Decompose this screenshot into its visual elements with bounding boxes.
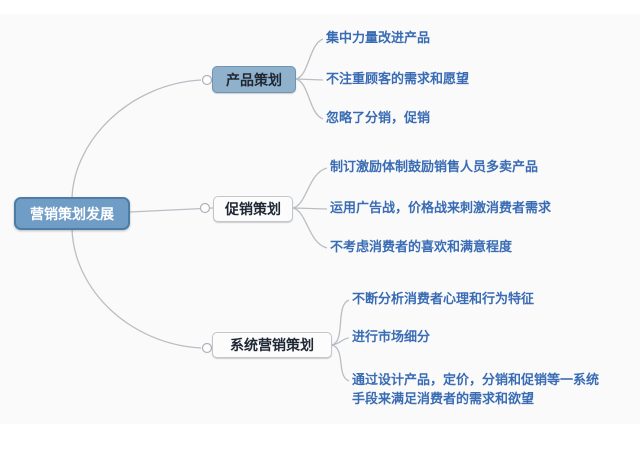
leaf-topic[interactable]: 制订激励体制鼓励销售人员多卖产品 (330, 160, 539, 175)
leaf-topic[interactable]: 运用广告战，价格战来刺激消费者需求 (330, 201, 552, 216)
collapse-toggle-system[interactable] (201, 342, 213, 354)
leaf-topic[interactable]: 集中力量改进产品 (326, 31, 431, 46)
branch-topic-system[interactable]: 系统营销策划 (212, 332, 332, 358)
edge-promotion-leaf-3 (292, 207, 328, 249)
collapse-toggle-promotion[interactable] (199, 202, 211, 214)
root-topic[interactable]: 营销策划发展 (14, 197, 130, 230)
leaf-topic[interactable]: 不考虑消费者的喜欢和满意程度 (330, 240, 513, 255)
edge-system-leaf-3 (331, 344, 350, 382)
edge-root-to-product (71, 79, 202, 199)
edge-product-leaf-2 (295, 78, 324, 81)
branch-topic-product[interactable]: 产品策划 (212, 66, 296, 93)
leaf-topic[interactable]: 不断分析消费者心理和行为特征 (352, 292, 535, 307)
collapse-toggle-product[interactable] (201, 74, 213, 86)
branch-topic-promotion[interactable]: 促销策划 (213, 196, 293, 222)
edge-promotion-leaf-1 (292, 167, 328, 209)
edge-root-to-promotion (129, 207, 214, 213)
leaf-topic[interactable]: 不注重顾客的需求和愿望 (326, 72, 470, 87)
leaf-topic[interactable]: 通过设计产品，定价，分销和促销等一系统手段来满足消费者的需求和欲望 (352, 373, 600, 407)
edge-system-leaf-2 (331, 337, 350, 346)
leaf-topic[interactable]: 进行市场细分 (352, 330, 431, 345)
leaf-topic[interactable]: 忽略了分销，促销 (326, 111, 431, 126)
edge-product-leaf-1 (295, 38, 324, 80)
edge-product-leaf-3 (295, 78, 324, 120)
edge-system-leaf-1 (331, 299, 350, 346)
edge-root-to-system (71, 228, 202, 349)
edge-promotion-leaf-2 (292, 207, 328, 210)
